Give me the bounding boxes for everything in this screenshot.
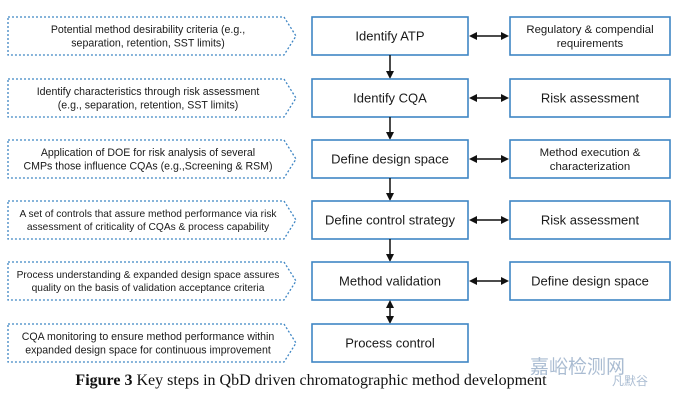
context-box-5 <box>7 261 297 301</box>
right-box-1 <box>509 16 671 56</box>
figure-caption-text: Key steps in QbD driven chromatographic … <box>132 372 547 389</box>
step-box-1 <box>311 16 469 56</box>
context-text-5: Process understanding & expanded design … <box>17 270 280 294</box>
right-label-5: Define design space <box>531 274 649 289</box>
step-box-6 <box>311 323 469 363</box>
watermark-main: 嘉峪检测网 <box>530 356 626 378</box>
context-box-6 <box>7 323 297 363</box>
context-text-6: CQA monitoring to ensure method performa… <box>22 331 275 356</box>
step-label-6: Process control <box>345 336 435 351</box>
step-label-5: Method validation <box>339 274 441 289</box>
right-label-3: Method execution &characterization <box>540 147 641 173</box>
context-text-3: Application of DOE for risk analysis of … <box>23 147 272 172</box>
context-box-3 <box>7 139 297 179</box>
right-box-3 <box>509 139 671 179</box>
context-box-2 <box>7 78 297 118</box>
context-text-4: A set of controls that assure method per… <box>19 209 277 233</box>
context-box-1 <box>7 16 297 56</box>
right-label-2: Risk assessment <box>541 91 640 106</box>
right-box-4 <box>509 200 671 240</box>
watermark-sub: 凡默谷 <box>612 374 649 388</box>
right-label-4: Risk assessment <box>541 213 640 228</box>
step-label-4: Define control strategy <box>325 213 456 228</box>
figure-caption: Figure 3 Key steps in QbD driven chromat… <box>0 372 622 390</box>
figure-label: Figure 3 <box>75 372 133 389</box>
step-label-3: Define design space <box>331 152 449 167</box>
context-box-4 <box>7 200 297 240</box>
step-box-3 <box>311 139 469 179</box>
right-box-2 <box>509 78 671 118</box>
step-label-1: Identify ATP <box>355 29 424 44</box>
step-box-5 <box>311 261 469 301</box>
context-text-2: Identify characteristics through risk as… <box>37 86 260 111</box>
context-text-1: Potential method desirability criteria (… <box>51 24 245 49</box>
right-box-5 <box>509 261 671 301</box>
step-label-2: Identify CQA <box>353 91 427 106</box>
